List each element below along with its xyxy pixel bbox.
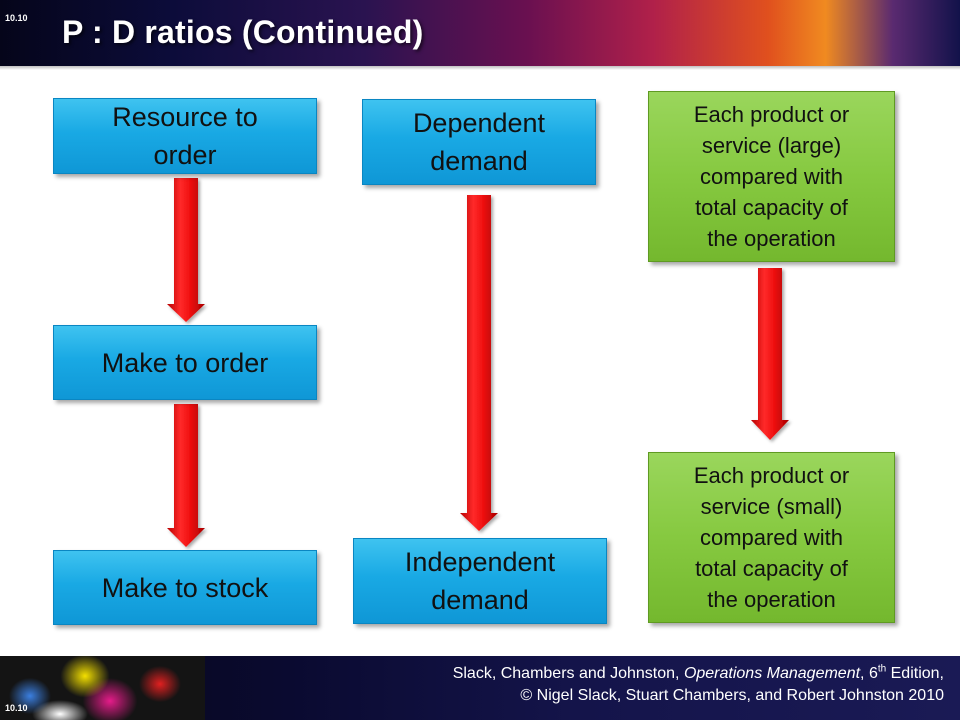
arrow-dependent-to-independent: [460, 195, 498, 531]
slide-number-top: 10.10: [5, 13, 28, 23]
credit-edition-suffix: th: [877, 663, 887, 675]
box-dependent-demand: Dependent demand: [362, 99, 596, 185]
box-independent-demand-line-1: Independent: [404, 547, 556, 577]
box-dependent-demand-line-1: Dependent: [412, 108, 546, 138]
box-large-line-4: total capacity of: [695, 195, 848, 220]
box-large-line-1: Each product or: [693, 102, 850, 127]
box-small-line-1: Each product or: [693, 463, 850, 488]
box-make-to-stock: Make to stock: [53, 550, 317, 625]
title-bar-shadow: [0, 66, 960, 70]
arrow-resource-to-make-order: [167, 178, 205, 322]
box-independent-demand-line-2: demand: [431, 585, 529, 615]
arrow-large-to-small: [751, 268, 789, 440]
credit-book-title: Operations Management: [683, 665, 861, 682]
box-large-line-5: the operation: [707, 226, 836, 251]
credit-edition-word: Edition,: [886, 665, 944, 682]
slide-title: P : D ratios (Continued): [62, 14, 424, 50]
box-small-line-2: service (small): [700, 494, 843, 519]
credit-line-2: © Nigel Slack, Stuart Chambers, and Robe…: [520, 687, 944, 704]
box-small-line-3: compared with: [699, 525, 844, 550]
box-small-product-capacity: Each product or service (small) compared…: [648, 452, 895, 623]
credit-edition-number: , 6: [860, 665, 878, 682]
box-independent-demand: Independent demand: [353, 538, 607, 624]
box-large-product-capacity: Each product or service (large) compared…: [648, 91, 895, 262]
box-small-line-5: the operation: [707, 587, 836, 612]
box-make-to-order-label: Make to order: [101, 347, 269, 378]
arrow-make-order-to-make-stock: [167, 404, 205, 547]
paint-cans-image: [0, 656, 205, 720]
slide-number-bottom: 10.10: [5, 703, 28, 713]
box-resource-to-order-line-2: order: [153, 140, 217, 170]
box-small-line-4: total capacity of: [695, 556, 848, 581]
title-bar: [0, 0, 960, 66]
box-make-to-stock-label: Make to stock: [101, 572, 269, 603]
box-large-line-2: service (large): [701, 133, 842, 158]
box-large-line-3: compared with: [699, 164, 844, 189]
box-resource-to-order: Resource to order: [53, 98, 317, 174]
box-make-to-order: Make to order: [53, 325, 317, 400]
credit-authors: Slack, Chambers and Johnston,: [452, 665, 684, 682]
box-resource-to-order-line-1: Resource to: [112, 102, 258, 132]
copyright-credit: Slack, Chambers and Johnston, Operations…: [453, 663, 944, 707]
credit-line-1: Slack, Chambers and Johnston, Operations…: [453, 663, 944, 685]
box-dependent-demand-line-2: demand: [430, 146, 528, 176]
